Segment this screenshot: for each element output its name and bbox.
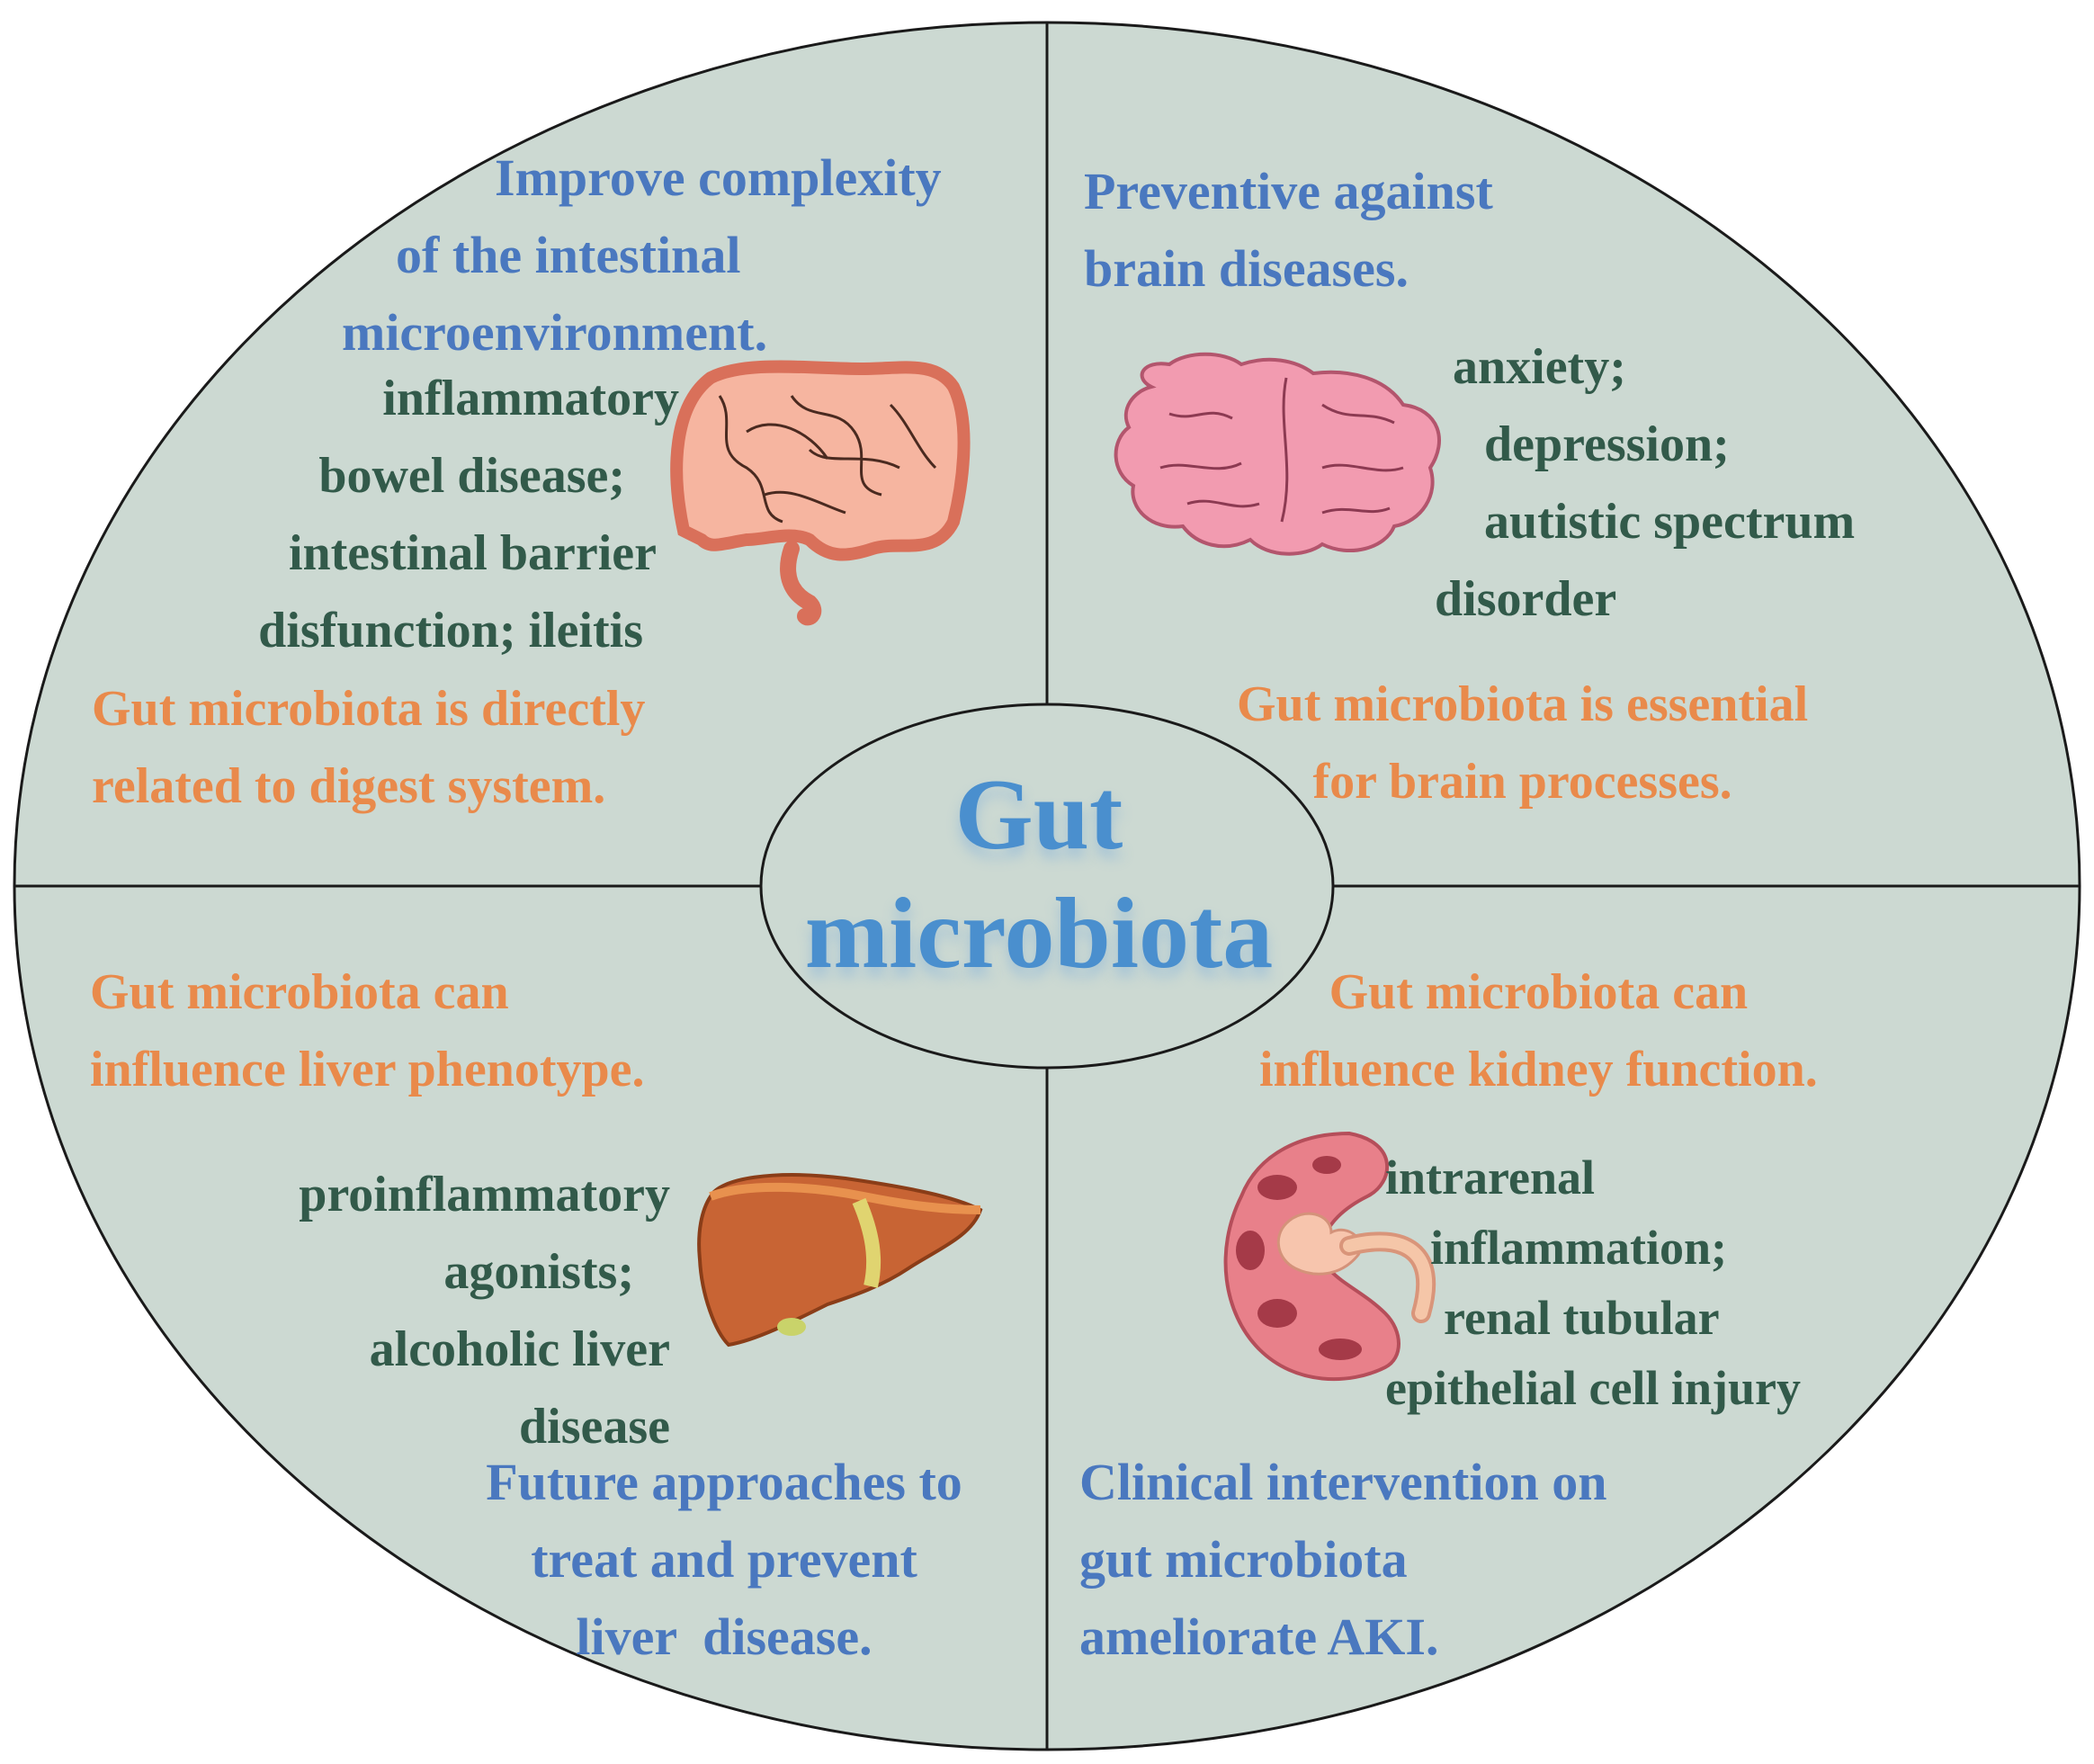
bottom-right-relation: Gut microbiota can influence kidney func… (1259, 964, 1818, 1097)
bottom-right-heading: Clinical intervention on gut microbiota … (1079, 1453, 1607, 1666)
top-left-diseases: inflammatory bowel disease; intestinal b… (258, 371, 679, 658)
center-title-line1: Gut (954, 759, 1123, 871)
bottom-right-diseases: intrarenal inflammation; renal tubular e… (1385, 1151, 1801, 1415)
center-title-line2: microbiota (804, 878, 1274, 989)
center-ellipse (759, 703, 1335, 1070)
center-title: Gut microbiota (747, 756, 1331, 993)
top-right-diseases: anxiety; depression; autistic spectrum d… (1435, 339, 1856, 627)
bottom-left-diseases: proinflammatory agonists; alcoholic live… (299, 1167, 670, 1455)
top-right-heading: Preventive against brain diseases. (1084, 162, 1493, 298)
liver-icon (697, 1173, 983, 1348)
brain-icon (1114, 352, 1441, 556)
bottom-left-relation: Gut microbiota can influence liver pheno… (90, 964, 645, 1097)
top-right-relation: Gut microbiota is essential for brain pr… (1237, 676, 1809, 810)
intestine-icon (670, 360, 971, 626)
bottom-left-heading: Future approaches to treat and prevent l… (486, 1453, 962, 1666)
top-left-relation: Gut microbiota is directly related to di… (92, 681, 646, 814)
kidney-icon (1223, 1131, 1436, 1382)
top-left-heading: Improve complexity of the intestinal mic… (342, 148, 942, 362)
